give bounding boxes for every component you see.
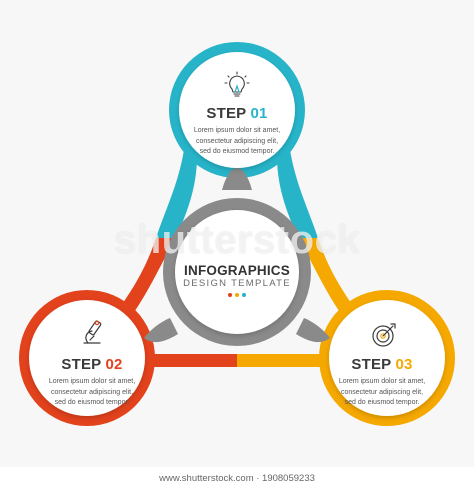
step2-prefix: STEP — [61, 356, 106, 373]
center-color-dots — [167, 293, 307, 297]
connector-arm-step3-bottom — [237, 354, 324, 367]
dot-step1 — [242, 293, 246, 297]
infographic-diagram — [19, 42, 455, 426]
dot-step2 — [228, 293, 232, 297]
step2-line2: consectetur adipiscing elit, — [50, 388, 134, 396]
target-icon — [372, 323, 396, 347]
step1-line1: Lorem ipsum dolor sit amet, — [193, 127, 281, 134]
connector-arms — [118, 150, 356, 367]
step1-number: 01 — [250, 105, 268, 122]
step3-description: Lorem ipsum dolor sit amet, consectetur … — [322, 377, 442, 409]
step2-number: 02 — [105, 356, 123, 373]
center-disc — [175, 210, 299, 334]
step3-line3: sed do eiusmod tempor. — [344, 399, 420, 406]
hub-spoke-top — [222, 168, 252, 190]
connector-arm-step1 — [156, 150, 198, 238]
hub-spoke-right — [296, 318, 330, 343]
step2-description: Lorem ipsum dolor sit amet, consectetur … — [32, 377, 152, 409]
step2-line3: sed do eiusmod tempor. — [54, 399, 130, 406]
microscope-icon — [83, 320, 102, 344]
step1-description: Lorem ipsum dolor sit amet, consectetur … — [177, 126, 297, 158]
connector-arm-step1-right — [276, 150, 318, 238]
step1-title: STEP 01 — [177, 105, 297, 122]
center-subtitle: DESIGN TEMPLATE — [183, 278, 291, 289]
center-title: INFOGRAPHICS — [184, 263, 290, 278]
connector-arm-step2-bottom — [150, 354, 237, 367]
lightbulb-icon — [224, 71, 250, 97]
center-block: INFOGRAPHICS DESIGN TEMPLATE — [167, 263, 307, 297]
step2-disc — [29, 300, 145, 416]
step3-prefix: STEP — [351, 356, 396, 373]
hub-spoke-left — [144, 318, 178, 343]
dot-step3 — [235, 293, 239, 297]
step3-number: 03 — [395, 356, 413, 373]
step1-prefix: STEP — [206, 105, 251, 122]
step1-disc — [179, 52, 295, 168]
connector-arm-step2 — [118, 238, 176, 318]
step2-title: STEP 02 — [32, 356, 152, 373]
step1-line2: consectetur adipiscing elit, — [195, 137, 279, 145]
step3-block: STEP 03 Lorem ipsum dolor sit amet, cons… — [322, 356, 442, 409]
step3-disc — [329, 300, 445, 416]
step2-block: STEP 02 Lorem ipsum dolor sit amet, cons… — [32, 356, 152, 409]
step1-line3: sed do eiusmod tempor. — [199, 148, 275, 155]
footer-caption: www.shutterstock.com · 1908059233 — [0, 467, 474, 489]
step1-block: STEP 01 Lorem ipsum dolor sit amet, cons… — [177, 105, 297, 158]
connector-arm-step3 — [298, 238, 356, 318]
step3-line2: consectetur adipiscing elit, — [340, 388, 424, 396]
step3-title: STEP 03 — [322, 356, 442, 373]
step2-line1: Lorem ipsum dolor sit amet, — [48, 378, 136, 385]
step3-line1: Lorem ipsum dolor sit amet, — [338, 378, 426, 385]
